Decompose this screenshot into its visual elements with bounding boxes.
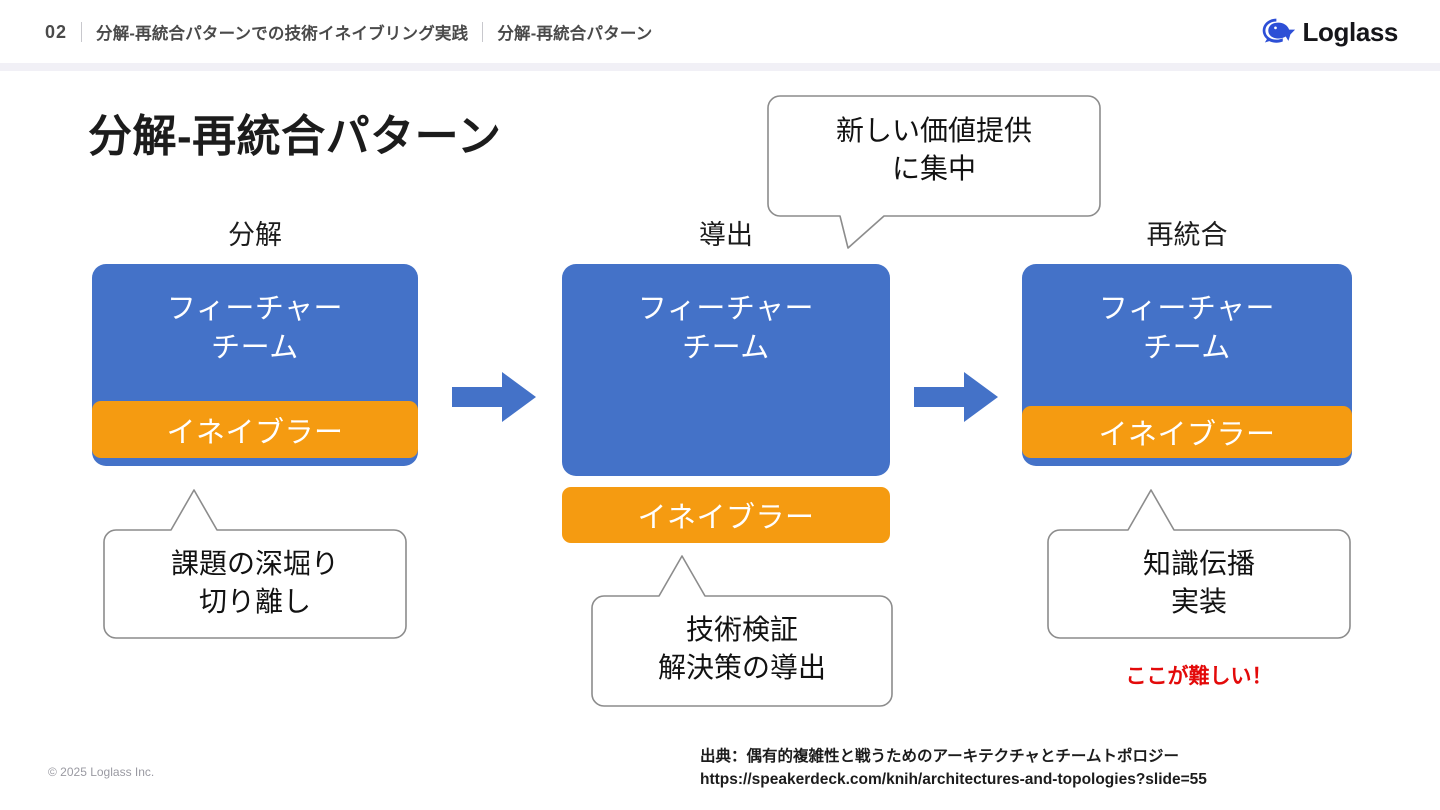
breadcrumb-section: 分解-再統合パターンでの技術イネイブリング実践 [96, 25, 469, 43]
callout-text-decompose: 課題の深堀り 切り離し [170, 548, 339, 618]
callout-shape-reintegrate [1047, 489, 1351, 639]
breadcrumb-divider-1 [81, 22, 83, 42]
callout-new-value: 新しい価値提供 に集中 [767, 95, 1101, 249]
callout-reintegrate: 知識伝播 実装 [1047, 483, 1351, 639]
difficulty-note: ここが難しい！ [1125, 665, 1273, 688]
stage-label-derive: 導出 [699, 220, 753, 250]
whale-icon [1262, 18, 1295, 43]
enabler-bar-reintegrate: イネイブラー [1022, 406, 1352, 458]
enabler-label-reintegrate: イネイブラー [1098, 419, 1276, 451]
team-box-derive: フィーチャー チーム [562, 264, 890, 476]
enabler-bar-derive: イネイブラー [562, 487, 890, 543]
breadcrumb-subsection: 分解-再統合パターン [497, 25, 653, 43]
enabler-label-derive: イネイブラー [637, 502, 815, 534]
page-title: 分解-再統合パターン [88, 112, 502, 161]
callout-shape-derive [591, 555, 893, 707]
slide-header: 02 分解-再統合パターンでの技術イネイブリング実践 分解-再統合パターン Lo… [0, 0, 1440, 63]
source-citation: 出典：偶有的複雑性と戦うためのアーキテクチャとチームトポロジー https://… [700, 748, 1207, 788]
copyright-text: © 2025 Loglass Inc. [48, 765, 155, 779]
callout-text-derive: 技術検証 解決策の導出 [657, 614, 826, 684]
breadcrumb: 02 分解-再統合パターンでの技術イネイブリング実践 分解-再統合パターン [45, 20, 652, 44]
callout-text-new-value: 新しい価値提供 に集中 [835, 115, 1032, 185]
stage-label-decompose: 分解 [228, 220, 282, 250]
enabler-bar-decompose: イネイブラー [92, 401, 418, 458]
stage-label-reintegrate: 再統合 [1146, 220, 1228, 250]
team-label-reintegrate: フィーチャー チーム [1098, 293, 1276, 364]
enabler-label-decompose: イネイブラー [166, 416, 344, 449]
breadcrumb-divider-2 [482, 22, 484, 42]
callout-text-reintegrate: 知識伝播 実装 [1142, 548, 1255, 618]
team-label-decompose: フィーチャー チーム [166, 293, 344, 364]
arrow-right-icon-1 [452, 372, 536, 422]
logo-wordmark: Loglass [1302, 17, 1399, 47]
arrow-right-icon-2 [914, 372, 998, 422]
callout-derive: 技術検証 解決策の導出 [591, 549, 893, 707]
callout-shape-new-value [767, 95, 1101, 249]
header-divider [0, 63, 1440, 71]
team-label-derive: フィーチャー チーム [637, 293, 815, 364]
breadcrumb-number: 02 [45, 21, 68, 42]
loglass-logo: Loglass [1260, 16, 1398, 48]
callout-shape-decompose [103, 489, 407, 639]
callout-decompose: 課題の深堀り 切り離し [103, 483, 407, 639]
